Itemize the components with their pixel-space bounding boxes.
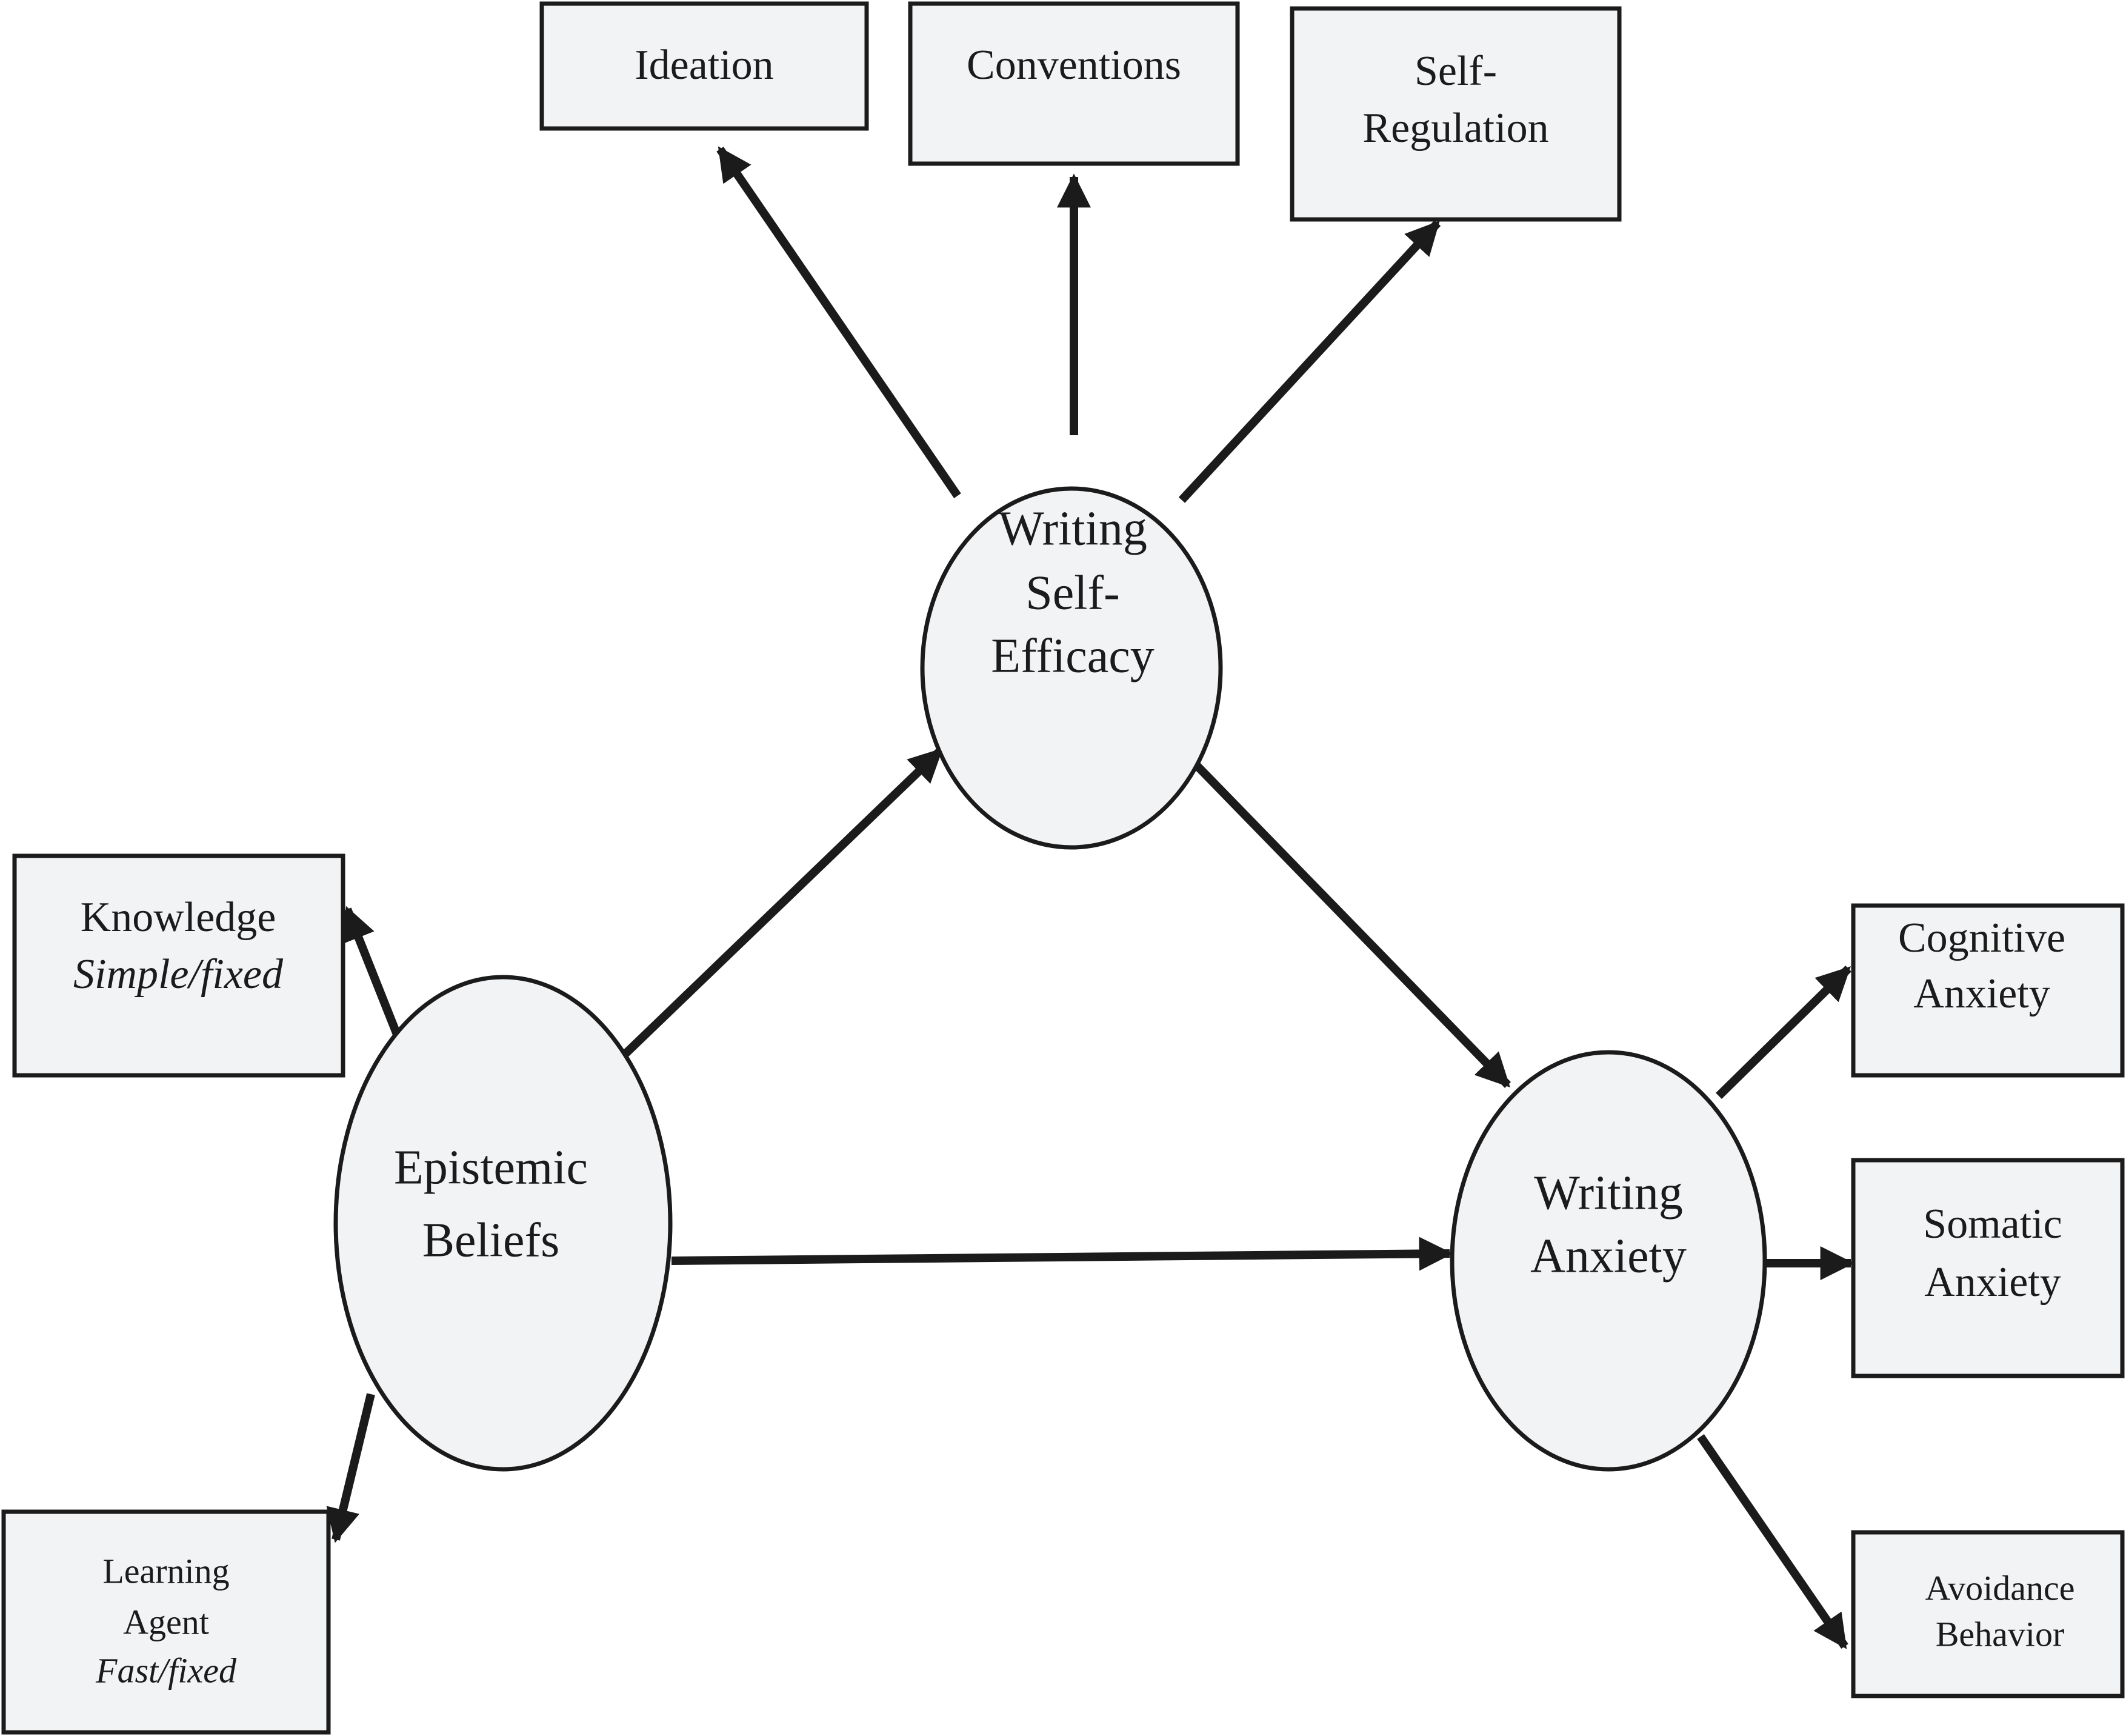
node-writing-anxiety: Writing Anxiety [1450,1050,1767,1472]
node-cognitive-anxiety: Cognitive Anxiety [1851,903,2125,1078]
edge-epistemic-beliefs-to-writing-anxiety [671,1237,1453,1271]
ellipse-shape [1450,1050,1767,1472]
box-shape [1,1509,331,1735]
node-somatic-anxiety: Somatic Anxiety [1851,1158,2125,1378]
node-label-line: Writing [1534,1166,1683,1220]
edge-writing-self-efficacy-to-self-regulation [1178,220,1441,503]
node-label-line: Anxiety [1913,970,2050,1017]
node-label-line: Self- [1025,566,1120,619]
edge-writing-self-efficacy-to-ideation [716,146,961,498]
box-shape [1851,1158,2125,1378]
node-label-line: Efficacy [991,629,1154,683]
node-avoidance-behavior: Avoidance Behavior [1851,1530,2125,1698]
edge-writing-anxiety-to-avoidance-behavior [1697,1434,1848,1649]
node-label-line: Somatic [1923,1201,2062,1247]
node-label-line: Beliefs [422,1214,560,1267]
node-label-line: Writing [998,502,1147,555]
node-label-line: Learning [102,1551,229,1591]
ellipse-shape [920,486,1223,850]
node-label-line: Avoidance [1925,1568,2075,1607]
node-ideation: Ideation [539,1,869,131]
box-shape [539,1,869,131]
node-label-line: Agent [123,1602,209,1641]
box-shape [12,853,345,1078]
edge-epistemic-beliefs-to-writing-self-efficacy [616,747,944,1063]
node-conventions: Conventions [908,1,1240,166]
node-label-line: Anxiety [1924,1259,2061,1306]
edge-epistemic-beliefs-to-knowledge [342,906,403,1041]
node-self-regulation: Self- Regulation [1290,6,1622,222]
box-shape [908,1,1240,166]
node-label-line: Regulation [1362,105,1548,152]
node-label-line: Anxiety [1530,1229,1687,1283]
edge-writing-self-efficacy-to-writing-anxiety [1190,760,1511,1088]
node-label-line: Cognitive [1898,915,2065,961]
node-label-line: Knowledge [81,894,276,941]
node-label-line: Conventions [967,42,1181,88]
node-writing-self-efficacy: Writing Self- Efficacy [920,486,1223,850]
edge-writing-anxiety-to-cognitive-anxiety [1716,966,1851,1099]
node-knowledge: Knowledge Simple/fixed [12,853,345,1078]
ellipse-shape [333,975,673,1472]
node-epistemic-beliefs: Epistemic Beliefs [333,975,673,1472]
node-label-line: Self- [1415,48,1497,95]
node-sublabel: Fast/fixed [95,1651,237,1690]
edge-epistemic-beliefs-to-learning-agent [326,1393,375,1543]
node-label-line: Ideation [635,42,773,88]
node-label-line: Behavior [1936,1614,2065,1654]
box-shape [1851,1530,2125,1698]
box-shape [1851,903,2125,1078]
node-sublabel: Simple/fixed [73,951,284,998]
node-learning-agent: Learning Agent Fast/fixed [1,1509,331,1735]
edges-layer [326,146,1854,1649]
box-shape [1290,6,1622,222]
node-label-line: Epistemic [394,1141,588,1194]
